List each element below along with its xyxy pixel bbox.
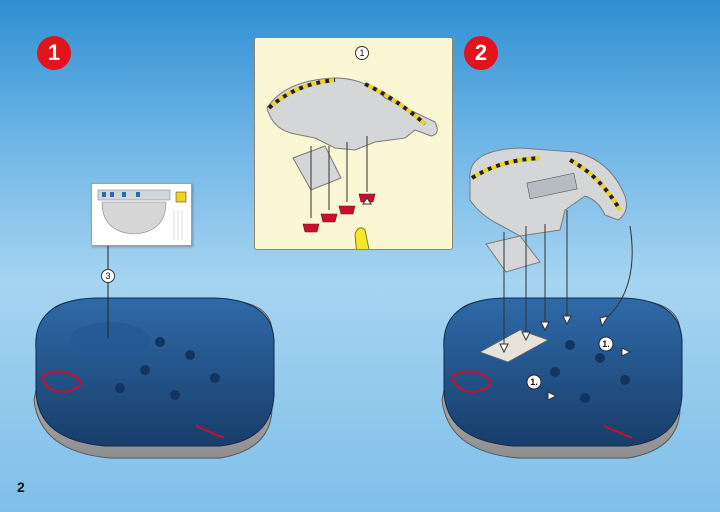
step-2-badge: 2	[464, 36, 498, 70]
page-number: 2	[17, 479, 25, 495]
substep-marker-a: 1.	[598, 336, 614, 352]
svg-text:1.: 1.	[530, 377, 538, 387]
substep-marker-b: 1.	[526, 374, 542, 390]
svg-text:1.: 1.	[602, 339, 610, 349]
sticker-sheet	[91, 183, 192, 246]
assembly-arrows-step2	[499, 210, 633, 401]
sticker-art	[97, 189, 187, 240]
callout-part-3: 3	[101, 269, 115, 283]
callout-part-1: 1	[355, 46, 369, 60]
frame-part-step2	[469, 147, 627, 273]
hovercraft-hull-step2	[441, 297, 683, 459]
inset-illustration	[266, 77, 438, 285]
hovercraft-hull-step1	[33, 297, 275, 459]
detail-inset	[254, 37, 453, 285]
step-1-badge: 1	[37, 36, 71, 70]
